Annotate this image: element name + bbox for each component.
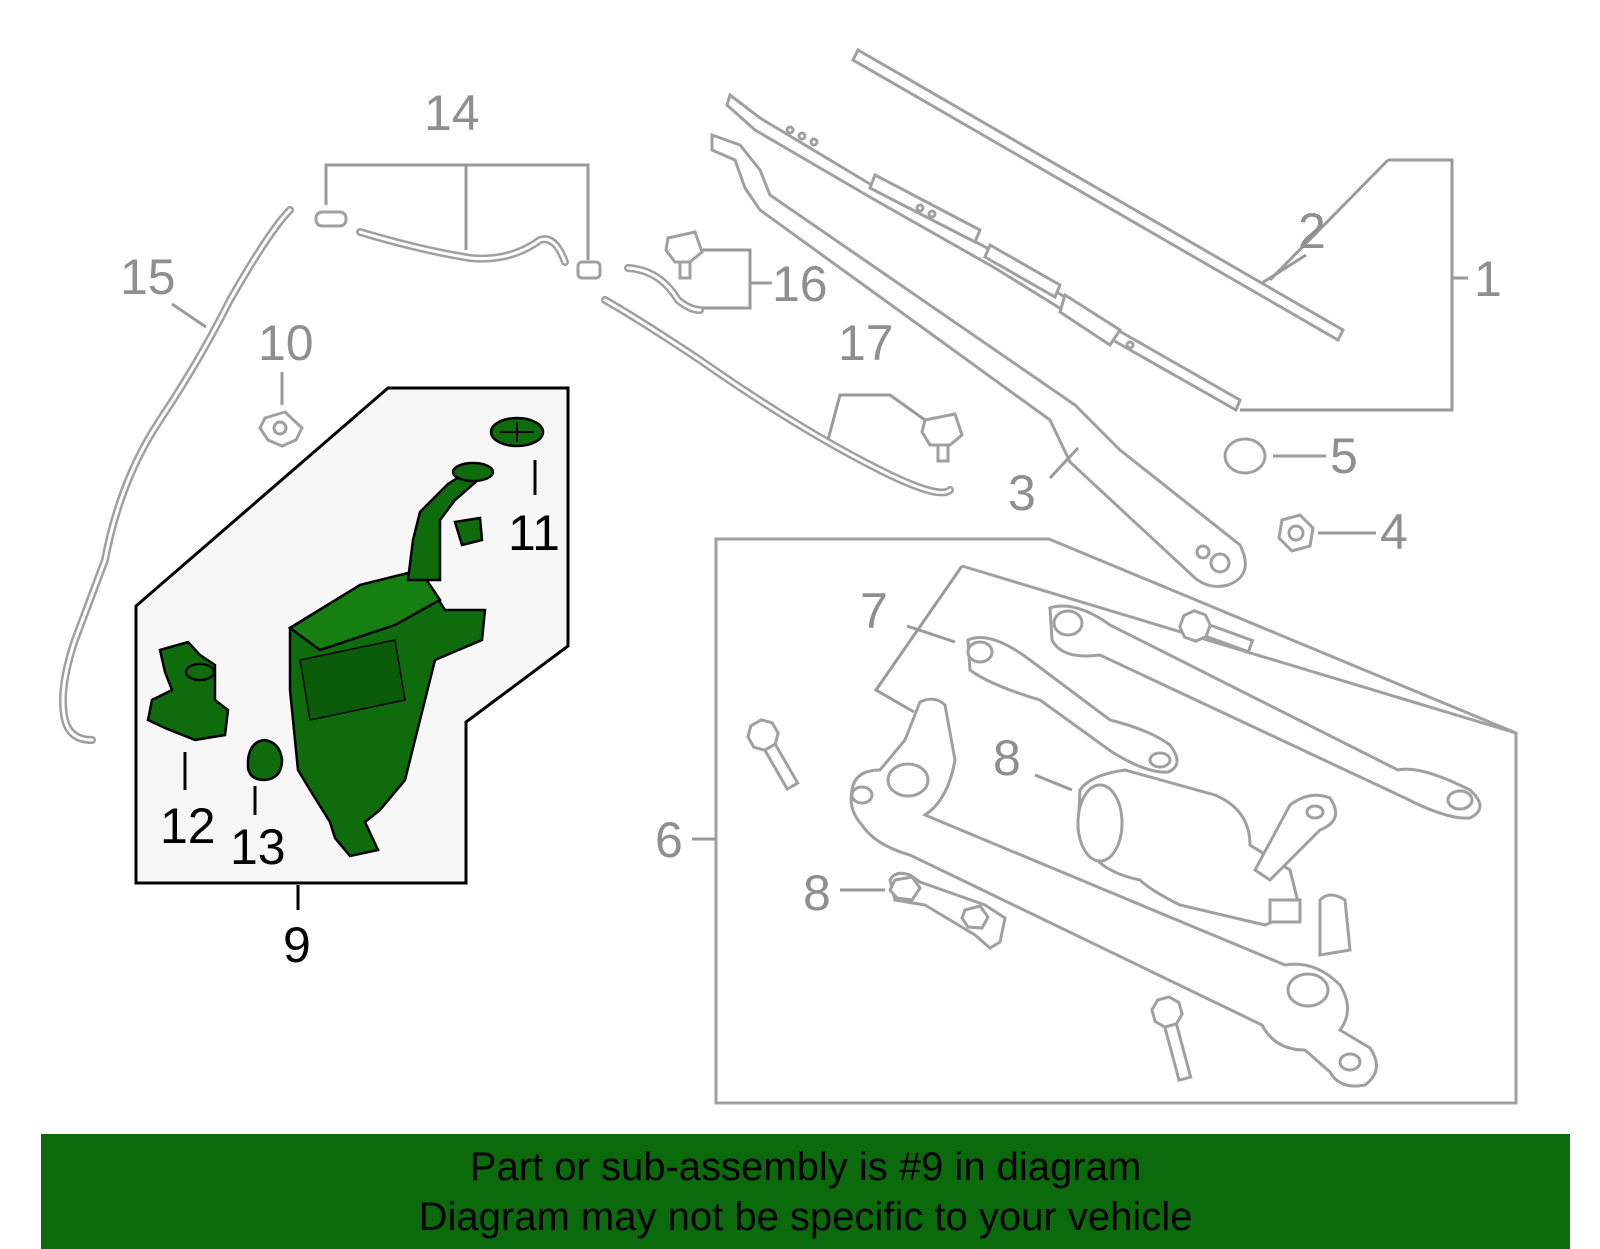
washer-hose-part-15[interactable] xyxy=(58,206,294,744)
callout-5: 5 xyxy=(1330,428,1358,484)
wiper-blade-assembly-part-1[interactable] xyxy=(725,92,1242,413)
callout-9: 9 xyxy=(283,917,311,973)
clip-part-10[interactable] xyxy=(258,410,304,448)
callout-17: 17 xyxy=(838,315,894,371)
banner-line-1: Part or sub-assembly is #9 in diagram xyxy=(469,1145,1142,1189)
wiper-blade-refill-part-2[interactable] xyxy=(851,47,1345,343)
grommet-part-13[interactable] xyxy=(246,738,284,782)
callout-4: 4 xyxy=(1380,504,1408,560)
callout-7: 7 xyxy=(860,583,888,639)
callout-8-motor: 8 xyxy=(993,730,1021,786)
drive-rod-part-7[interactable] xyxy=(966,604,1482,820)
washer-hose-part-14[interactable] xyxy=(314,210,954,497)
callout-16: 16 xyxy=(772,256,828,312)
nozzle-part-17[interactable] xyxy=(920,412,964,463)
callout-2: 2 xyxy=(1298,203,1326,259)
pivot-and-linkage-frame[interactable] xyxy=(849,697,1378,1088)
callout-8-bracket: 8 xyxy=(803,865,831,921)
bracket-part-8[interactable] xyxy=(888,871,1007,950)
wiper-motor-part-8[interactable] xyxy=(1076,768,1338,927)
callout-12: 12 xyxy=(160,798,216,854)
nozzle-part-16[interactable] xyxy=(664,230,704,280)
info-banner: Part or sub-assembly is #9 in diagram Di… xyxy=(41,1134,1570,1249)
wiper-arm-part-3[interactable] xyxy=(710,132,1247,588)
washer-reservoir-part-9[interactable] xyxy=(287,468,487,858)
callout-1: 1 xyxy=(1474,251,1502,307)
callout-labels: 1 2 3 4 5 6 7 8 8 9 10 11 12 13 14 15 16… xyxy=(120,85,1502,973)
nut-part-4[interactable] xyxy=(1277,513,1315,553)
callout-13: 13 xyxy=(230,819,286,875)
callout-3: 3 xyxy=(1008,465,1036,521)
leader-lines xyxy=(171,158,1468,910)
callout-14: 14 xyxy=(424,85,480,141)
callout-6: 6 xyxy=(655,812,683,868)
banner-line-2: Diagram may not be specific to your vehi… xyxy=(418,1195,1193,1239)
filler-cap-part-11[interactable] xyxy=(451,416,545,483)
bolt-parts[interactable] xyxy=(744,608,1255,1083)
cap-part-5[interactable] xyxy=(1223,437,1267,475)
callout-10: 10 xyxy=(258,315,314,371)
callout-15: 15 xyxy=(120,249,176,305)
washer-pump-part-12[interactable] xyxy=(146,640,230,742)
callout-11: 11 xyxy=(508,505,560,561)
